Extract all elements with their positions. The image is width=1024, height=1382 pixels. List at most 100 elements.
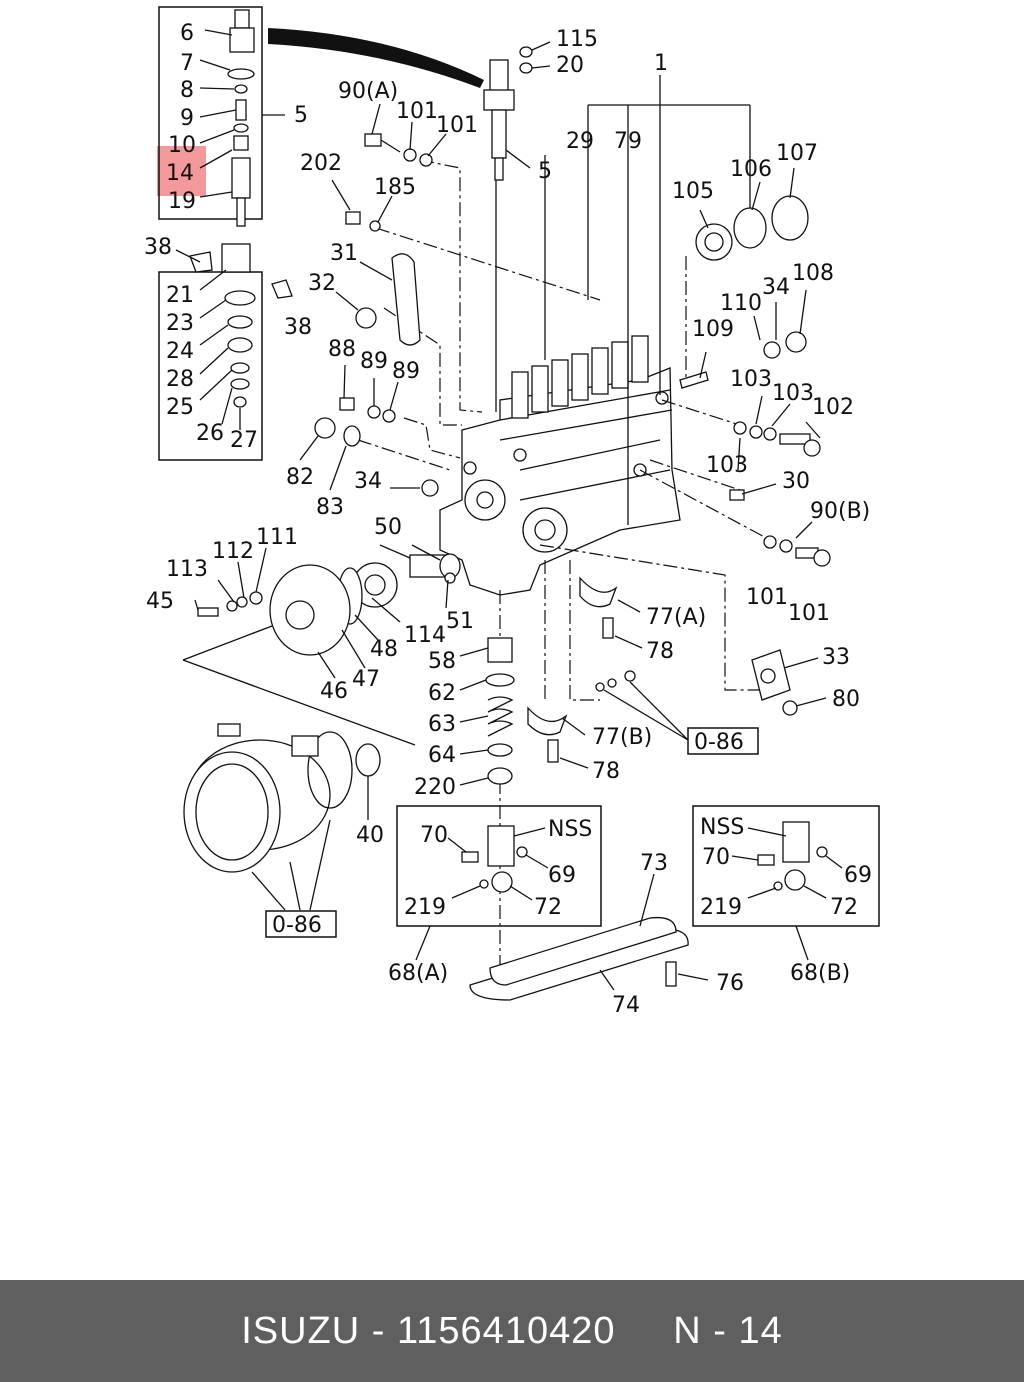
label-27: 27 — [230, 428, 258, 453]
label-23: 23 — [166, 311, 194, 336]
holder-stack — [175, 243, 293, 430]
label-202: 202 — [300, 151, 342, 176]
label-1: 1 — [654, 51, 668, 76]
label-113: 113 — [166, 557, 208, 582]
holder-group-frame — [158, 271, 263, 461]
injector-group-frame — [158, 6, 263, 220]
label-70a: 70 — [420, 823, 448, 848]
label-68b: 68(B) — [790, 961, 850, 986]
label-9: 9 — [180, 106, 194, 131]
label-68a: 68(A) — [388, 961, 448, 986]
label-20: 20 — [556, 53, 584, 78]
label-78a: 78 — [646, 639, 674, 664]
pump-plungers — [511, 335, 649, 419]
label-185: 185 — [374, 175, 416, 200]
label-45: 45 — [146, 589, 174, 614]
label-64: 64 — [428, 743, 456, 768]
label-78b: 78 — [592, 759, 620, 784]
label-89a: 89 — [360, 349, 388, 374]
label-25: 25 — [166, 395, 194, 420]
label-14: 14 — [166, 161, 194, 186]
label-109: 109 — [692, 317, 734, 342]
label-51: 51 — [446, 609, 474, 634]
label-108: 108 — [792, 261, 834, 286]
footer-part-number: 1156410420 — [396, 1309, 616, 1352]
ref-box-086a — [687, 727, 759, 755]
label-30: 30 — [782, 469, 810, 494]
tappet-stack — [485, 637, 515, 785]
label-110: 110 — [720, 291, 762, 316]
label-7: 7 — [180, 51, 194, 76]
label-102: 102 — [812, 395, 854, 420]
label-63: 63 — [428, 712, 456, 737]
label-33: 33 — [822, 645, 850, 670]
pump-body — [439, 367, 681, 596]
dash-lines — [357, 75, 771, 1000]
label-46: 46 — [320, 679, 348, 704]
label-26: 26 — [196, 421, 224, 446]
label-32: 32 — [308, 271, 336, 296]
support-brackets — [527, 576, 689, 763]
part-labels: 6 7 8 9 10 14 19 5 38 38 21 23 24 28 25 … — [144, 21, 872, 1018]
label-74: 74 — [612, 993, 640, 1018]
label-76: 76 — [716, 971, 744, 996]
footer-bar: ISUZU - 1156410420 N - 14 — [0, 1280, 1024, 1382]
label-101b: 101 — [436, 113, 478, 138]
label-72b: 72 — [830, 895, 858, 920]
label-88: 88 — [328, 337, 356, 362]
leader-lines — [194, 103, 843, 991]
label-80: 80 — [832, 687, 860, 712]
label-70b: 70 — [702, 845, 730, 870]
label-nssa: NSS — [548, 817, 592, 842]
label-19: 19 — [168, 189, 196, 214]
footer-brand: ISUZU — [241, 1309, 361, 1352]
part-14-highlight — [157, 146, 206, 196]
label-69a: 69 — [548, 863, 576, 888]
label-5a: 5 — [294, 103, 308, 128]
footer-separator: - — [360, 1309, 397, 1352]
label-38b: 38 — [284, 315, 312, 340]
label-086a: 0-86 — [694, 730, 744, 755]
label-24: 24 — [166, 339, 194, 364]
tappet-b-parts — [757, 821, 828, 891]
label-21: 21 — [166, 283, 194, 308]
label-72a: 72 — [534, 895, 562, 920]
label-6: 6 — [180, 21, 194, 46]
label-62: 62 — [428, 681, 456, 706]
label-77b: 77(B) — [592, 725, 652, 750]
ref-box-086b — [265, 910, 337, 938]
label-220: 220 — [414, 775, 456, 800]
label-73: 73 — [640, 851, 668, 876]
label-82: 82 — [286, 465, 314, 490]
pointer-wedge — [268, 28, 484, 88]
label-69b: 69 — [844, 863, 872, 888]
bottom-cover — [469, 916, 689, 1001]
label-34b: 34 — [354, 469, 382, 494]
injector-stack — [199, 9, 285, 227]
label-101d: 101 — [788, 601, 830, 626]
footer-ref-label: N — [673, 1309, 702, 1352]
label-103b: 103 — [772, 381, 814, 406]
label-34a: 34 — [762, 275, 790, 300]
label-90b: 90(B) — [810, 499, 870, 524]
label-29: 29 — [566, 129, 594, 154]
label-28: 28 — [166, 367, 194, 392]
label-106: 106 — [730, 157, 772, 182]
label-105: 105 — [672, 179, 714, 204]
label-5b: 5 — [538, 159, 552, 184]
label-90a: 90(A) — [338, 79, 398, 104]
label-40: 40 — [356, 823, 384, 848]
right-side-parts — [679, 195, 831, 716]
footer-ref-number: 14 — [738, 1309, 783, 1352]
delivery-valve — [483, 41, 551, 181]
label-103a: 103 — [730, 367, 772, 392]
label-101a: 101 — [396, 99, 438, 124]
footer-gap — [616, 1310, 674, 1353]
label-115: 115 — [556, 27, 598, 52]
label-114: 114 — [404, 623, 446, 648]
label-086b: 0-86 — [272, 913, 322, 938]
governor-housing — [183, 723, 381, 911]
label-48: 48 — [370, 637, 398, 662]
label-219a: 219 — [404, 895, 446, 920]
label-101c: 101 — [746, 585, 788, 610]
